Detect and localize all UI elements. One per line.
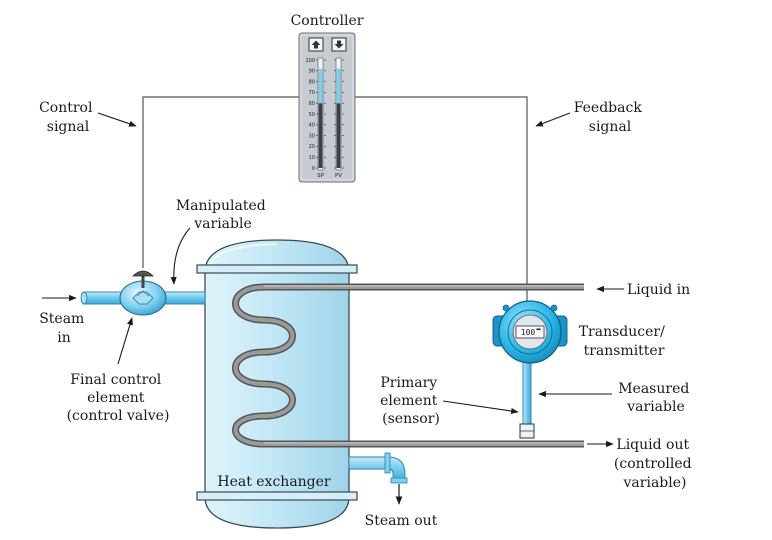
- scale-tick-label: 90: [309, 69, 315, 75]
- transducer-transmitter: 100: [492, 300, 568, 439]
- feedback-signal-label: Feedback signal: [574, 100, 647, 135]
- liquid-out-label: Liquid out (controlled variable): [614, 437, 696, 491]
- steam-out-label: Steam out: [365, 513, 438, 529]
- down-arrow-icon: [331, 37, 347, 52]
- measured-variable-label: Measured variable: [618, 381, 694, 415]
- scale-tick-label: 50: [309, 112, 315, 118]
- scale-tick-label: 60: [309, 101, 315, 107]
- primary-element-label: Primary element (sensor): [380, 375, 442, 427]
- scale-tick-label: 80: [309, 79, 315, 85]
- sp-label: SP: [317, 173, 324, 179]
- setpoint-bar-marker: [318, 68, 323, 104]
- scale-tick-label: 30: [309, 133, 315, 139]
- transmitter-display-value: 100: [521, 328, 536, 337]
- scale-tick-label: 20: [309, 144, 315, 150]
- scale-tick-label: 100: [305, 58, 315, 64]
- controller-label: Controller: [291, 13, 364, 29]
- control-signal-arrow: [97, 112, 137, 127]
- transducer-transmitter-label: Transducer/ transmitter: [579, 324, 670, 359]
- feedback-signal-arrow: [535, 112, 571, 127]
- manipulated-variable-label: Manipulated variable: [176, 198, 270, 232]
- liquid-in-label: Liquid in: [627, 282, 690, 298]
- setpoint-bar: [318, 103, 323, 168]
- process-value-bar: [336, 103, 341, 168]
- control-valve: [119, 270, 167, 316]
- scale-tick-label: 10: [309, 155, 315, 161]
- up-arrow-icon: [308, 37, 324, 52]
- scale-tick-label: 0: [312, 166, 315, 172]
- process-value-bar-marker: [336, 68, 341, 104]
- steam-outlet-pipe: [348, 452, 408, 505]
- pv-label: PV: [335, 173, 342, 179]
- heat-exchanger-label: Heat exchanger: [217, 474, 331, 490]
- manipulated-variable-arrow: [170, 227, 191, 285]
- steam-in-label: Steam in: [39, 311, 89, 346]
- final-control-element-label: Final control element (control valve): [67, 372, 170, 424]
- scale-tick-label: 40: [309, 123, 315, 129]
- heat-exchanger-coil: [232, 283, 584, 448]
- control-signal-label: Control signal: [39, 100, 97, 135]
- scale-tick-label: 70: [309, 90, 315, 96]
- final-control-element-arrow: [117, 317, 133, 365]
- primary-element-arrow: [442, 400, 519, 415]
